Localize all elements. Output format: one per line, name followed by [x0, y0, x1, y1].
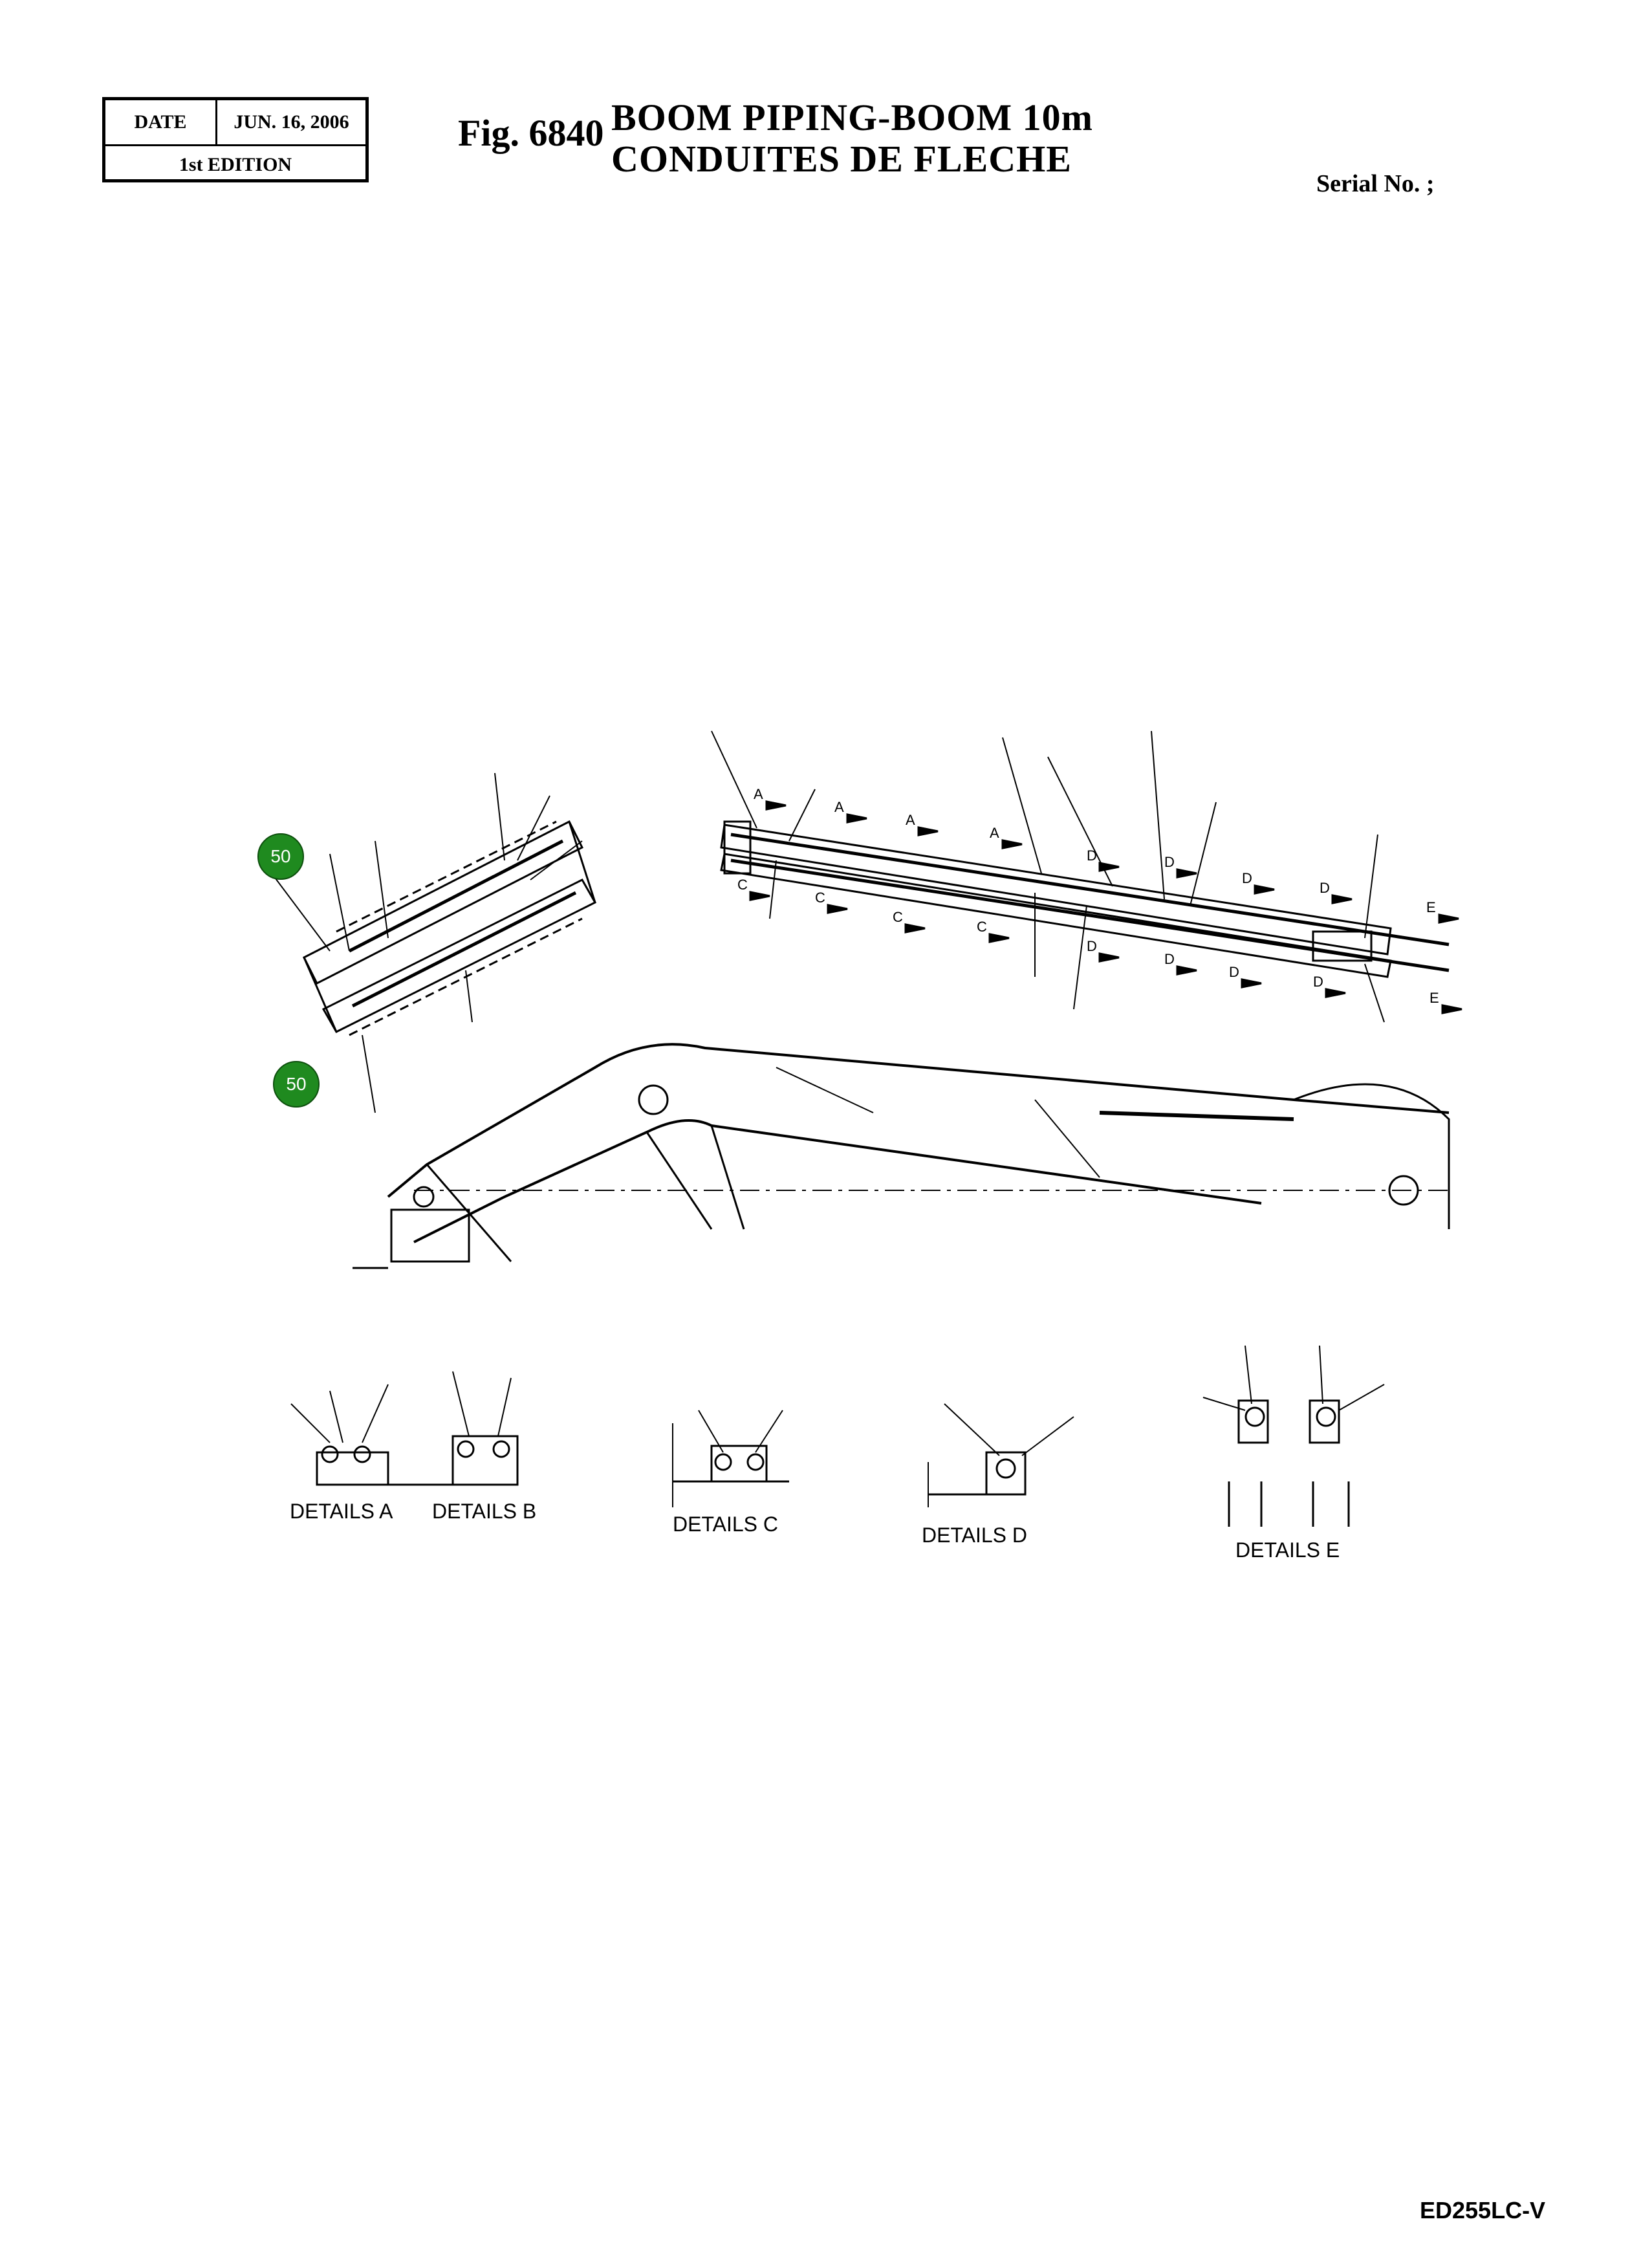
section-mark-e: E	[1426, 899, 1436, 915]
section-arrow-e	[1441, 1004, 1462, 1014]
callout-50-upper[interactable]: 50	[257, 833, 304, 880]
figure-number: Fig. 6840	[458, 112, 604, 154]
section-arrow-d	[1176, 965, 1197, 976]
section-mark-d: D	[1320, 880, 1330, 896]
section-mark-a: A	[754, 786, 763, 802]
section-arrow-a	[917, 826, 939, 836]
section-arrow-d	[1098, 952, 1120, 963]
callout-50-lower[interactable]: 50	[273, 1061, 320, 1108]
section-mark-d: D	[1313, 974, 1323, 990]
boom-end-view-left	[271, 772, 597, 1113]
date-value: JUN. 16, 2006	[234, 111, 349, 133]
date-box: DATE JUN. 16, 2006 1st EDITION	[102, 97, 369, 182]
section-mark-a: A	[990, 825, 999, 841]
section-arrow-d	[1254, 884, 1275, 895]
details-d-label: DETAILS D	[922, 1524, 1027, 1547]
section-arrow-d	[1241, 978, 1262, 989]
section-arrow-a	[1001, 839, 1023, 849]
section-mark-c: C	[737, 877, 748, 893]
model-code: ED255LC-V	[1420, 2197, 1546, 2223]
details-a-label: DETAILS A	[290, 1500, 393, 1523]
section-mark-c: C	[815, 890, 825, 906]
section-arrow-a	[765, 800, 787, 811]
section-arrow-e	[1438, 913, 1459, 924]
details-c-drawing	[672, 1410, 789, 1507]
section-mark-a: A	[834, 799, 844, 815]
section-mark-d: D	[1087, 938, 1097, 954]
details-c-label: DETAILS C	[673, 1513, 778, 1536]
title-french: CONDUITES DE FLECHE	[611, 138, 1072, 180]
section-arrow-d	[1325, 988, 1346, 998]
date-label: DATE	[105, 100, 217, 144]
details-e-drawing	[1202, 1345, 1385, 1527]
section-arrow-c	[988, 933, 1010, 943]
section-mark-d: D	[1087, 847, 1097, 864]
section-mark-d: D	[1242, 870, 1252, 886]
section-arrow-a	[846, 813, 867, 824]
details-b-label: DETAILS B	[432, 1500, 537, 1523]
section-arrow-d	[1098, 862, 1120, 872]
section-mark-d: D	[1229, 964, 1239, 980]
details-d-drawing	[928, 1403, 1074, 1507]
section-mark-d: D	[1164, 951, 1175, 967]
section-arrow-c	[827, 904, 848, 914]
date-row: DATE JUN. 16, 2006	[105, 100, 365, 146]
boom-side-view	[353, 1043, 1450, 1269]
section-arrow-d	[1331, 894, 1353, 904]
title-english: BOOM PIPING-BOOM 10m	[611, 96, 1093, 138]
section-mark-d: D	[1164, 854, 1175, 870]
edition-label: 1st EDITION	[179, 154, 292, 175]
serial-number: Serial No. ;	[1316, 170, 1435, 197]
section-mark-a: A	[906, 812, 915, 828]
details-a-b-drawing	[290, 1371, 519, 1486]
section-arrow-d	[1176, 868, 1197, 879]
section-mark-e: E	[1429, 990, 1439, 1006]
section-arrow-c	[749, 891, 770, 901]
section-arrow-c	[904, 923, 926, 934]
details-e-label: DETAILS E	[1235, 1538, 1340, 1562]
section-mark-c: C	[893, 909, 903, 925]
section-mark-c: C	[977, 919, 987, 935]
boom-plan-view: A A A A D D D D E C C C C D D D D E	[711, 730, 1462, 1023]
